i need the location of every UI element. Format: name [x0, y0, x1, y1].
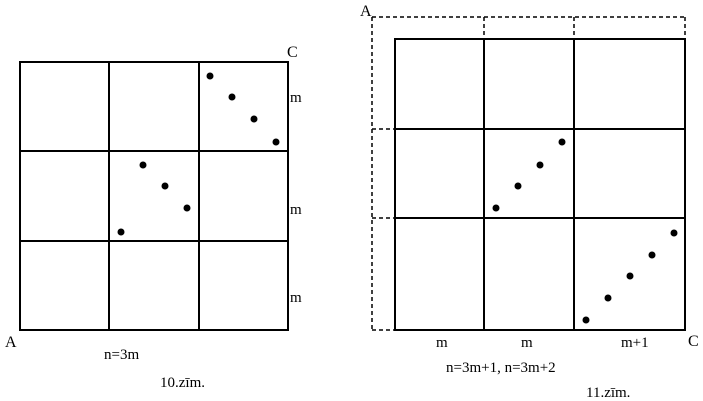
grid-outer-border [19, 61, 289, 331]
figure-11-dots [492, 138, 678, 324]
figure-caption: 11.zīm. [586, 385, 630, 401]
figure-11: A C m m m+1 n=3m+1, n=3m+2 11.zīm. [360, 3, 699, 401]
col-label: m+1 [621, 335, 649, 351]
dot [250, 115, 258, 123]
grid-outer-border [394, 38, 686, 331]
col-label: m [521, 335, 533, 351]
dot [558, 138, 566, 146]
corner-label-c: C [287, 44, 298, 61]
figure-10: C A m m m n=3m 10.zīm. [5, 44, 302, 391]
col-label: m [436, 335, 448, 351]
dot [536, 161, 544, 169]
equation-label: n=3m [104, 347, 139, 363]
dot [514, 182, 522, 190]
dot [117, 228, 125, 236]
dot [228, 93, 236, 101]
figure-10-dots [117, 72, 280, 236]
dot [604, 294, 612, 302]
figure-11-dashed-frame [371, 16, 686, 331]
corner-label-c: C [688, 333, 699, 350]
dot [626, 272, 634, 280]
dot [161, 182, 169, 190]
figure-caption: 10.zīm. [160, 375, 205, 391]
figure-10-grid [19, 61, 289, 331]
dot [492, 204, 500, 212]
dot [670, 229, 678, 237]
row-label: m [290, 290, 302, 306]
corner-label-a: A [5, 334, 17, 351]
dot [582, 316, 590, 324]
dot [183, 204, 191, 212]
dot [648, 251, 656, 259]
corner-label-a: A [360, 3, 372, 20]
dot [206, 72, 214, 80]
dot [139, 161, 147, 169]
figure-11-grid [394, 38, 686, 331]
dot [272, 138, 280, 146]
equation-label: n=3m+1, n=3m+2 [446, 360, 556, 376]
row-label: m [290, 202, 302, 218]
row-label: m [290, 90, 302, 106]
